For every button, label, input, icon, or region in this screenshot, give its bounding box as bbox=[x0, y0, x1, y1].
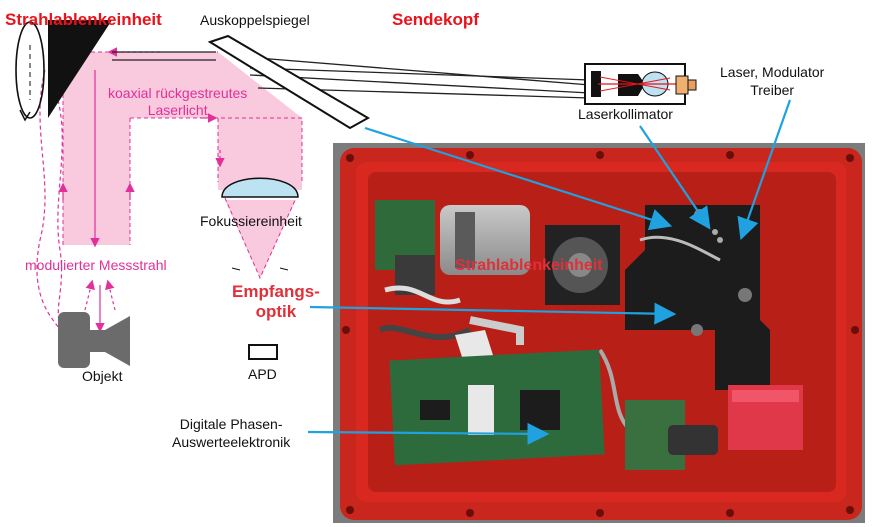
focusing-lens bbox=[221, 177, 299, 198]
label-laser-modulator-treiber: Laser, Modulator Treiber bbox=[720, 64, 825, 98]
objekt-shape bbox=[58, 312, 130, 368]
label-strahlablenkeinheit: Strahlablenkeinheit bbox=[5, 10, 162, 29]
deflection-prism bbox=[15, 20, 112, 122]
label-objekt: Objekt bbox=[82, 368, 123, 384]
label-auskoppelspiegel: Auskoppelspiegel bbox=[200, 12, 310, 28]
auskoppelspiegel-mirror bbox=[207, 34, 371, 130]
pink-beam-regions bbox=[63, 52, 302, 278]
apd-detector bbox=[248, 344, 278, 360]
label-sendekopf: Sendekopf bbox=[392, 10, 479, 29]
label-apd: APD bbox=[248, 366, 277, 382]
laserkollimator-unit bbox=[584, 63, 697, 105]
label-modulierter-messstrahl: modulierter Messstrahl bbox=[25, 257, 167, 273]
label-laserkollimator: Laserkollimator bbox=[578, 106, 673, 122]
label-empfangsoptik: Empfangs- optik bbox=[232, 282, 320, 321]
label-strahlablenkeinheit-photo: Strahlablenkeinheit bbox=[455, 257, 603, 274]
label-digitale-phasen-auswerteelektronik: Digitale Phasen- Auswerteelektronik bbox=[172, 416, 291, 450]
device-photo bbox=[333, 143, 865, 523]
label-fokussiereinheit: Fokussiereinheit bbox=[200, 213, 302, 229]
label-koaxial-rueckgestreut: koaxial rückgestreutes Laserlicht bbox=[108, 85, 248, 118]
